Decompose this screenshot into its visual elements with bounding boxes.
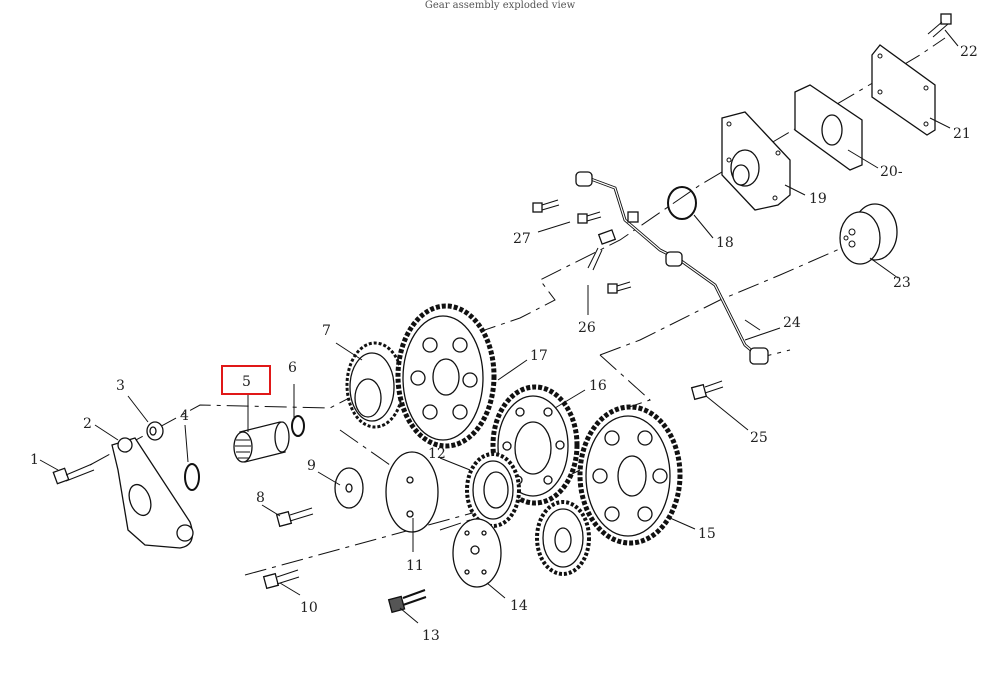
label-part-11: 11 <box>406 558 424 574</box>
part-12-gear <box>465 452 521 528</box>
label-part-9: 9 <box>307 458 316 474</box>
label-part-4: 4 <box>180 408 189 424</box>
label-part-24: 24 <box>783 315 801 331</box>
label-part-23: 23 <box>893 275 911 291</box>
part-5-splined-sleeve <box>233 421 290 463</box>
label-part-10: 10 <box>300 600 318 616</box>
top-caption: Gear assembly exploded view <box>424 0 576 11</box>
part-6-snap-ring <box>291 415 305 437</box>
part-labels: 1 2 3 4 5 6 7 8 9 10 11 12 13 14 15 16 1… <box>30 44 978 644</box>
label-part-21: 21 <box>953 126 971 142</box>
part-20-gasket <box>794 84 863 171</box>
part-14-plate <box>452 518 502 588</box>
part-19-housing <box>721 111 791 211</box>
label-part-15: 15 <box>698 526 716 542</box>
label-part-20: 20- <box>880 164 903 180</box>
part-21-cover <box>871 44 936 136</box>
label-part-8: 8 <box>256 490 265 506</box>
label-part-1: 1 <box>30 452 39 468</box>
label-part-13: 13 <box>422 628 440 644</box>
label-part-17: 17 <box>530 348 548 364</box>
label-part-27: 27 <box>513 231 531 247</box>
label-part-26: 26 <box>578 320 596 336</box>
part-1-bolt <box>52 463 95 485</box>
pipe-bolts <box>532 199 632 294</box>
part-23-pulley <box>839 203 898 265</box>
part-4-snap-ring <box>184 463 200 491</box>
label-part-12: 12 <box>428 446 446 462</box>
part-9-washer <box>334 467 364 509</box>
label-part-18: 18 <box>716 235 734 251</box>
part-13-bolt <box>387 589 427 614</box>
label-part-14: 14 <box>510 598 528 614</box>
part-15-gear <box>577 404 683 546</box>
small-gear-lower <box>535 500 591 576</box>
part-8-bolt <box>275 507 314 528</box>
part-7-gear <box>345 341 405 429</box>
part-17-large-gear <box>395 303 497 449</box>
label-part-7: 7 <box>322 323 331 339</box>
part-2-bracket <box>111 437 194 549</box>
label-part-25: 25 <box>750 430 768 446</box>
oil-pipe-assembly <box>575 171 769 365</box>
label-part-5: 5 <box>242 374 251 390</box>
part-10-bolt <box>262 569 300 590</box>
part-22-bolt <box>927 13 952 38</box>
label-part-3: 3 <box>116 378 125 394</box>
label-part-22: 22 <box>960 44 978 60</box>
part-25-bolt <box>690 380 724 401</box>
leader-lines <box>39 29 959 624</box>
part-11-plate <box>385 451 439 533</box>
label-part-16: 16 <box>589 378 607 394</box>
part-18-o-ring <box>667 186 697 220</box>
label-part-6: 6 <box>288 360 297 376</box>
part-3-spacer <box>146 421 164 441</box>
label-part-2: 2 <box>83 416 92 432</box>
highlight-box <box>221 365 271 395</box>
label-part-19: 19 <box>809 191 827 207</box>
